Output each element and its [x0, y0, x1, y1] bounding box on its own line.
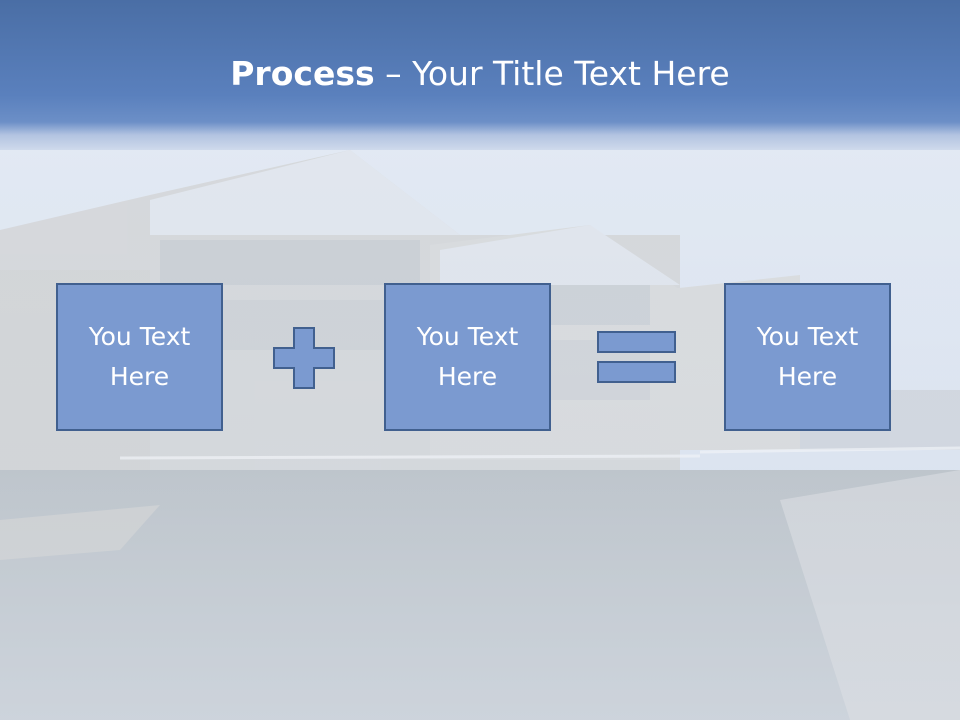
process-box-1[interactable]: You Text Here [56, 283, 223, 431]
title-bold-text: Process [230, 54, 375, 93]
box-1-line-1: You Text [88, 322, 191, 351]
slide-title: Process – Your Title Text Here [0, 52, 960, 96]
title-bar [0, 0, 960, 150]
box-3-line-1: You Text [756, 322, 859, 351]
box-2-line-1: You Text [416, 322, 519, 351]
plus-icon [273, 327, 335, 389]
process-box-3[interactable]: You Text Here [724, 283, 891, 431]
box-2-line-2: Here [437, 362, 498, 391]
box-1-line-2: Here [109, 362, 170, 391]
process-box-2[interactable]: You Text Here [384, 283, 551, 431]
equals-icon [597, 331, 676, 383]
title-rest-text: – Your Title Text Here [374, 54, 730, 93]
box-3-line-2: Here [777, 362, 838, 391]
